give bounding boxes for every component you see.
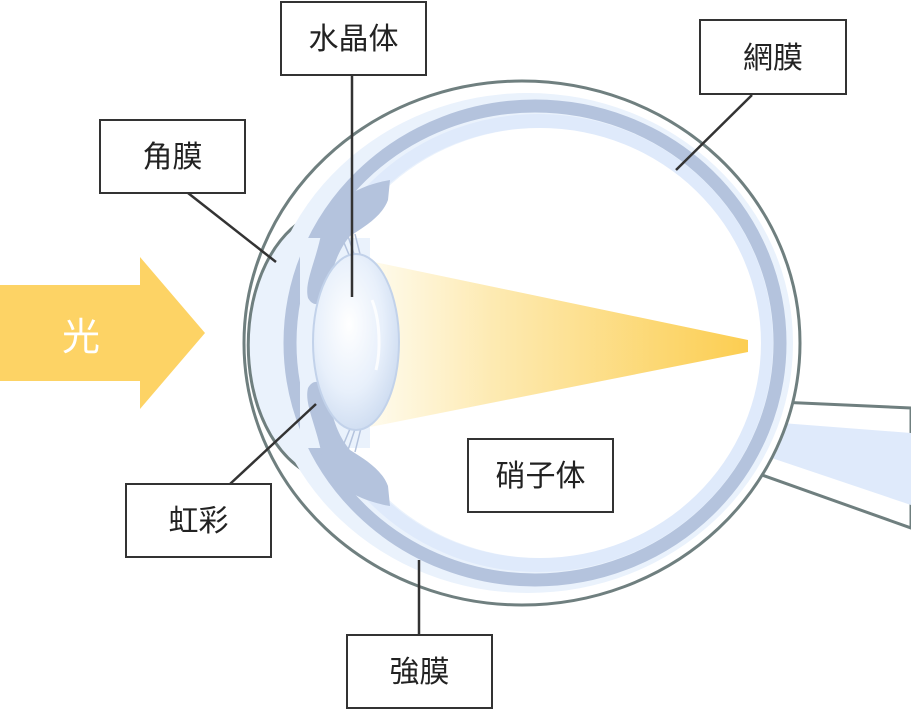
leader-iris xyxy=(229,403,317,485)
leader-cornea xyxy=(187,192,277,263)
lens-highlight xyxy=(370,299,381,371)
label-cornea-text: 角膜 xyxy=(143,140,203,175)
label-sclera-text: 強膜 xyxy=(390,655,450,690)
label-vitreous-box xyxy=(467,438,614,513)
lens xyxy=(312,253,400,431)
label-lens: 水晶体 xyxy=(280,1,427,76)
light-beam xyxy=(355,258,748,430)
label-vitreous: 硝子体 xyxy=(467,438,614,513)
label-iris: 虹彩 xyxy=(125,483,272,558)
label-lens-box xyxy=(280,1,427,76)
label-retina-box xyxy=(699,19,847,95)
label-lens-text: 水晶体 xyxy=(309,22,399,57)
label-cornea-box xyxy=(99,119,246,194)
light-label: 光 xyxy=(62,315,100,359)
label-retina-text: 網膜 xyxy=(743,41,803,76)
leader-lines xyxy=(187,75,753,635)
label-iris-text: 虹彩 xyxy=(169,504,229,539)
leader-retina xyxy=(675,94,753,171)
label-sclera-box xyxy=(346,634,493,709)
lens-body xyxy=(312,253,400,431)
light-arrow: 光 xyxy=(0,257,205,409)
choroid-band xyxy=(283,99,787,587)
label-cornea: 角膜 xyxy=(99,119,246,194)
ciliary-body-lower xyxy=(307,381,390,506)
ciliary-body-upper xyxy=(307,180,390,305)
label-sclera: 強膜 xyxy=(346,634,493,709)
label-retina: 網膜 xyxy=(699,19,847,95)
light-arrow-shape xyxy=(0,257,205,409)
optic-nerve-core xyxy=(742,420,911,505)
label-iris-box xyxy=(125,483,272,558)
label-vitreous-text: 硝子体 xyxy=(496,459,586,494)
